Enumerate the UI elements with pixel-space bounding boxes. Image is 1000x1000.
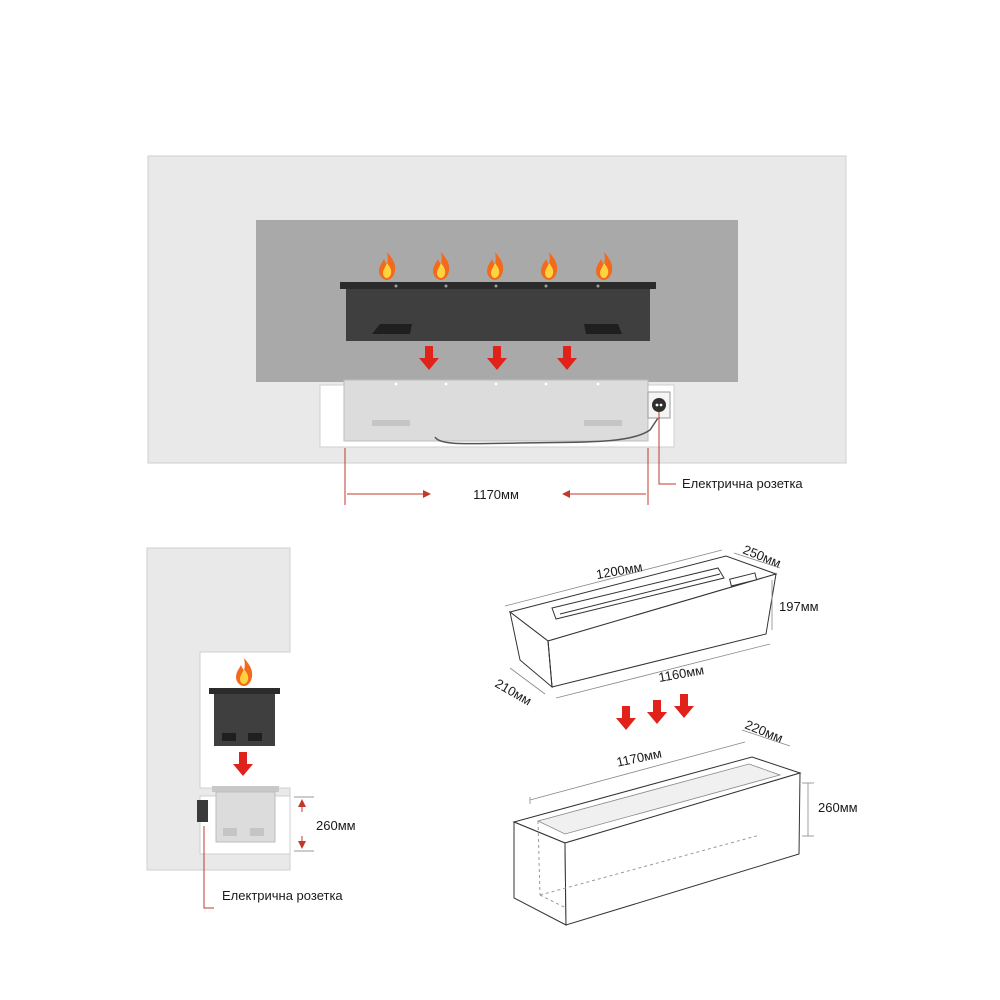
- burner-side: [209, 688, 280, 746]
- burner-front: [340, 282, 656, 341]
- burner-depth-bottom-label: 210мм: [493, 676, 535, 709]
- burner-length-top-label: 1200мм: [595, 559, 644, 582]
- front-width-label: 1170мм: [473, 487, 519, 502]
- down-arrow-icon: [647, 700, 667, 724]
- burner-length-bottom-label: 1160мм: [657, 662, 705, 685]
- front-socket-label: Електрична розетка: [682, 476, 803, 491]
- side-view: 260мм Електрична розетка: [146, 547, 356, 909]
- down-arrow-icon: [233, 752, 253, 776]
- burner-height-label: 197мм: [779, 599, 819, 614]
- niche-3d: 1170мм 220мм 260мм: [512, 717, 858, 926]
- burner-3d: 1200мм 250мм 197мм 1160мм 210мм: [493, 542, 819, 709]
- niche-height-label: 260мм: [818, 800, 858, 815]
- flame-icon: [236, 658, 253, 686]
- niche-side: [199, 786, 291, 855]
- power-socket-icon: [647, 391, 671, 419]
- niche-depth-label: 220мм: [743, 717, 785, 746]
- down-arrow-icon: [616, 706, 636, 730]
- down-arrow-icon: [674, 694, 694, 718]
- front-view: 1170мм Електрична розетка: [147, 155, 847, 505]
- power-socket-icon: [197, 800, 208, 822]
- side-socket-label: Електрична розетка: [222, 888, 343, 903]
- burner-in-niche: [343, 379, 649, 442]
- side-height-label: 260мм: [316, 818, 356, 833]
